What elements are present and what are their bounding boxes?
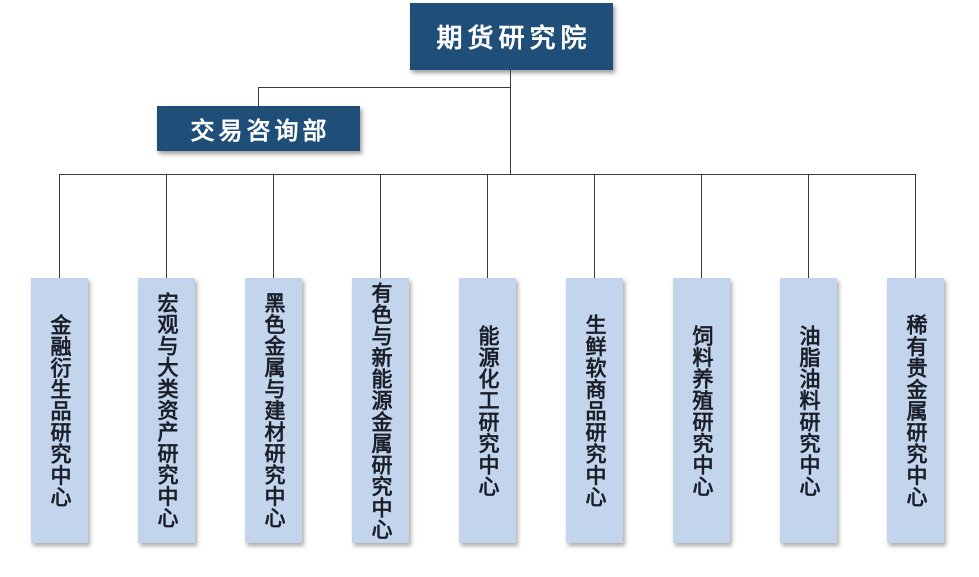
dept-box-label: 生鲜软商品研究中心: [583, 313, 607, 508]
connector-drop-6: [594, 174, 595, 278]
connector-drop-3: [273, 174, 274, 278]
dept-box-ferrous-building-materials: 黑色金属与建材研究中心: [245, 278, 302, 543]
dept-box-label: 能源化工研究中心: [476, 324, 500, 497]
dept-box-feed-breeding: 饲料养殖研究中心: [673, 278, 730, 543]
dept-box-rare-precious-metals: 稀有贵金属研究中心: [887, 278, 944, 543]
root-box-label: 期货研究院: [436, 24, 592, 53]
dept-box-label: 油脂油料研究中心: [797, 324, 821, 497]
connector-drop-9: [915, 174, 916, 278]
connector-drop-4: [380, 174, 381, 278]
staff-box-trading-consulting: 交易咨询部: [157, 106, 360, 151]
dept-box-macro-asset: 宏观与大类资产研究中心: [138, 278, 195, 543]
dept-box-label: 稀有贵金属研究中心: [904, 313, 928, 508]
root-box-futures-research-institute: 期货研究院: [410, 3, 613, 70]
connector-drop-7: [701, 174, 702, 278]
dept-box-label: 饲料养殖研究中心: [690, 324, 714, 497]
connector-staff-horizontal: [258, 87, 511, 88]
dept-box-oils-oilseeds: 油脂油料研究中心: [780, 278, 837, 543]
dept-box-label: 金融衍生品研究中心: [48, 313, 72, 508]
connector-drop-8: [808, 174, 809, 278]
staff-box-label: 交易咨询部: [190, 119, 331, 145]
connector-root-vertical: [510, 70, 511, 175]
dept-box-energy-chemical: 能源化工研究中心: [459, 278, 516, 543]
connector-drop-2: [166, 174, 167, 278]
dept-box-fresh-soft-commodities: 生鲜软商品研究中心: [566, 278, 623, 543]
dept-box-label: 有色与新能源金属研究中心: [369, 281, 393, 540]
dept-box-label: 宏观与大类资产研究中心: [155, 292, 179, 529]
connector-drop-5: [487, 174, 488, 278]
dept-box-nonferrous-new-energy-metals: 有色与新能源金属研究中心: [352, 278, 409, 543]
connector-staff-vertical: [258, 87, 259, 106]
connector-drop-1: [59, 174, 60, 278]
dept-box-label: 黑色金属与建材研究中心: [262, 292, 286, 529]
dept-box-financial-derivatives: 金融衍生品研究中心: [31, 278, 88, 543]
